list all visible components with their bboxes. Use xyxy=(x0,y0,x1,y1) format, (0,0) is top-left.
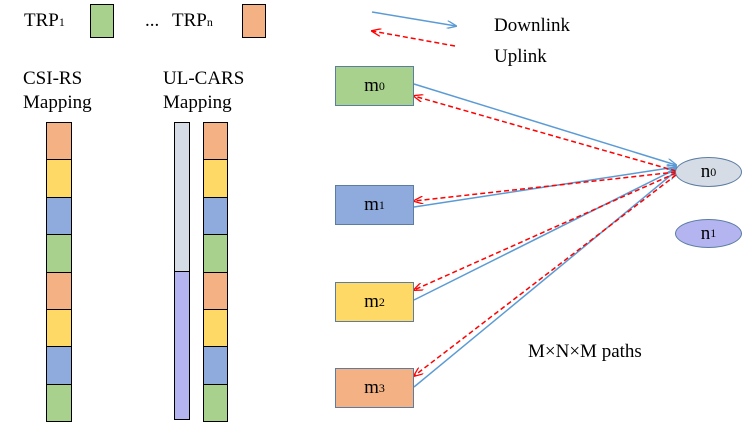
trp-last-label: TRPn xyxy=(172,10,213,31)
paths-label: M×N×M paths xyxy=(528,341,642,362)
csirs-label-line1: CSI-RS xyxy=(23,68,83,89)
ulcars-label-line2: Mapping xyxy=(163,92,232,113)
mapping-cell xyxy=(203,383,228,423)
ulcars-label-line1: UL-CARS xyxy=(163,68,245,89)
legend-uplink-label: Uplink xyxy=(494,46,547,67)
mapping-cell xyxy=(46,346,72,385)
mapping-cell xyxy=(46,159,72,198)
downlink-m2-n0 xyxy=(413,169,676,301)
downlink-m0-n0 xyxy=(413,83,676,165)
trp-first-label: TRP1 xyxy=(24,10,65,31)
uplink-n0-m2 xyxy=(414,172,677,290)
mapping-cell xyxy=(203,346,228,385)
legend-downlink-label: Downlink xyxy=(494,15,570,36)
mapping-cell xyxy=(203,196,228,236)
ulcars-bar-segment xyxy=(174,271,190,420)
uplink-n0-m1 xyxy=(414,171,677,201)
mapping-cell xyxy=(203,271,228,311)
uplink-n0-m3 xyxy=(414,174,677,376)
mapping-cell xyxy=(203,159,228,198)
csirs-label-line2: Mapping xyxy=(23,92,92,113)
trp-first-swatch xyxy=(90,4,114,38)
trp-last-swatch xyxy=(242,4,266,38)
mapping-cell xyxy=(46,271,72,311)
mapping-cell xyxy=(203,234,228,273)
uplink-n0-m0 xyxy=(414,96,677,172)
downlink-m3-n0 xyxy=(413,171,676,388)
legend-downlink-arrow xyxy=(371,11,456,26)
legend-uplink-arrow xyxy=(372,31,456,47)
mapping-cell xyxy=(46,383,72,423)
ulcars-mapping-column xyxy=(203,122,228,423)
trp-ellipsis: ... xyxy=(145,10,160,31)
mapping-cell xyxy=(46,308,72,348)
csirs-mapping-column xyxy=(46,122,72,423)
mapping-cell xyxy=(203,308,228,348)
ulcars-mapping-bar xyxy=(174,122,190,420)
